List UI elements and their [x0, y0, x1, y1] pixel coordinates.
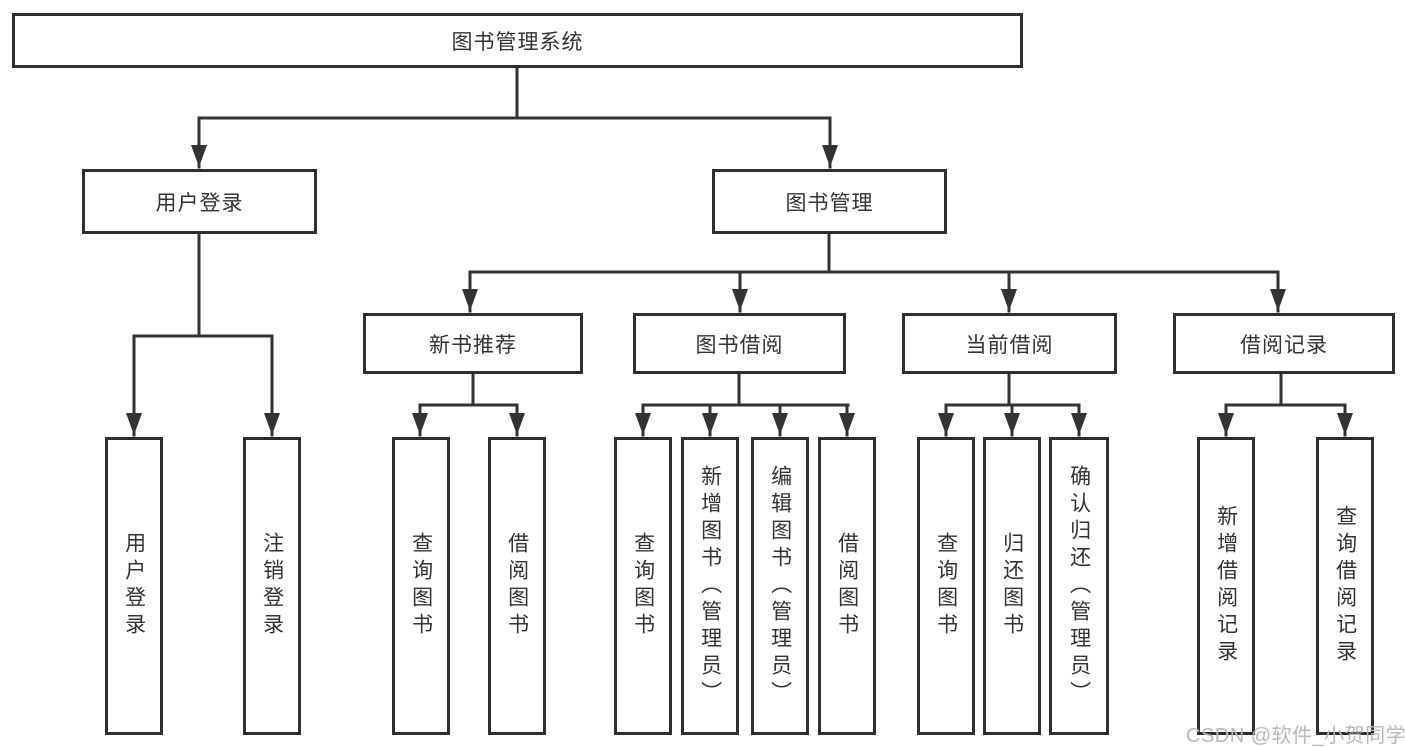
node-label: 新增借阅记录 [1214, 505, 1238, 667]
leaf-query-books-borrowing: 查询图书 [614, 437, 672, 735]
node-label: 查询图书 [409, 532, 433, 640]
node-user-login: 用户登录 [82, 169, 317, 234]
leaf-query-books-current: 查询图书 [917, 437, 975, 735]
csdn-watermark: CSDN @软件_小贺同学 [1186, 725, 1405, 747]
node-label: 用户登录 [155, 191, 244, 215]
node-label: 图书借阅 [695, 333, 784, 357]
node-label: 借阅图书 [835, 532, 859, 640]
leaf-borrow-books: 借阅图书 [818, 437, 876, 735]
leaf-query-borrow-record: 查询借阅记录 [1316, 437, 1374, 735]
leaf-add-books-admin: 新增图书（管理员） [681, 437, 739, 735]
node-borrowing-records: 借阅记录 [1173, 313, 1395, 374]
node-label: 确认归还（管理员） [1067, 464, 1091, 708]
node-label: 用户登录 [122, 532, 146, 640]
leaf-add-borrow-record: 新增借阅记录 [1197, 437, 1255, 735]
node-label: 编辑图书（管理员） [768, 464, 792, 708]
node-book-management: 图书管理 [712, 169, 947, 234]
leaf-confirm-return-admin: 确认归还（管理员） [1049, 437, 1109, 735]
leaf-edit-books-admin: 编辑图书（管理员） [751, 437, 809, 735]
node-book-borrowing: 图书借阅 [633, 313, 846, 374]
node-label: 查询借阅记录 [1333, 505, 1357, 667]
node-label: 新增图书（管理员） [698, 464, 722, 708]
node-label: 图书管理系统 [451, 30, 584, 54]
node-label: 借阅图书 [505, 532, 529, 640]
leaf-return-books: 归还图书 [983, 437, 1041, 735]
node-label: 新书推荐 [429, 333, 517, 357]
node-label: 归还图书 [1000, 532, 1024, 640]
node-new-book-recommendation: 新书推荐 [363, 313, 583, 374]
leaf-borrow-books-recommend: 借阅图书 [488, 437, 546, 735]
leaf-user-login: 用户登录 [105, 437, 163, 735]
node-label: 查询图书 [934, 532, 958, 640]
node-label: 当前借阅 [965, 333, 1054, 357]
node-label: 注销登录 [260, 532, 284, 640]
leaf-query-books-recommend: 查询图书 [392, 437, 450, 735]
leaf-logout: 注销登录 [243, 437, 301, 735]
node-current-borrowing: 当前借阅 [902, 313, 1117, 374]
node-root-system: 图书管理系统 [12, 13, 1023, 68]
node-label: 图书管理 [785, 191, 874, 215]
node-label: 查询图书 [631, 532, 655, 640]
node-label: 借阅记录 [1240, 333, 1328, 357]
